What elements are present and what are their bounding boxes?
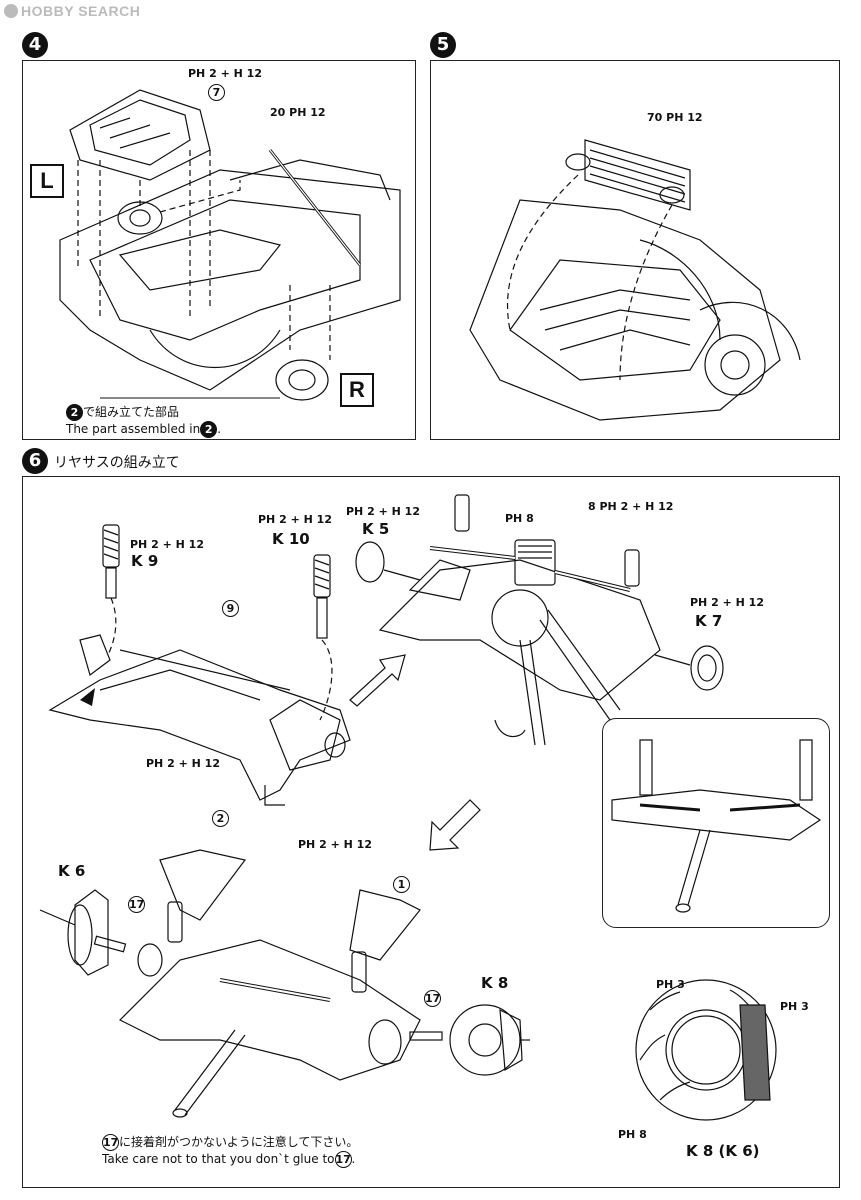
disc-k-label: K 8 (K 6): [686, 1142, 760, 1160]
k9-callout: PH 2 + H 12: [130, 538, 204, 551]
frame-callout: PH 2 + H 12: [146, 757, 220, 770]
arm-2: [159, 849, 247, 921]
bearing-k7: [690, 645, 724, 691]
part-2-label: 2: [212, 810, 229, 827]
logo-icon: [4, 4, 18, 18]
rear-subframe-9: [48, 649, 351, 801]
chassis-floor-4: [59, 169, 401, 391]
caliper-detail: [739, 1004, 771, 1101]
step-6-badge: 6: [22, 448, 48, 474]
k6-label: K 6: [58, 862, 86, 880]
part-1-label: 1: [393, 876, 410, 893]
rotate-arrow: [494, 719, 526, 738]
disc-detail: [635, 979, 777, 1121]
k5-callout: PH 2 + H 12: [346, 505, 420, 518]
right-side-label: R: [340, 373, 374, 407]
arms-callout: PH 2 + H 12: [298, 838, 372, 851]
part-9-label: 9: [222, 600, 239, 617]
part-7-label: 7: [208, 84, 225, 101]
hub-k6: [74, 889, 109, 976]
disc-ph3b: PH 3: [780, 1000, 809, 1013]
part-17a-label: 17: [128, 896, 145, 913]
rear-panel-70: [584, 139, 691, 211]
left-side-label: L: [30, 164, 64, 198]
watermark: HOBBY SEARCH: [4, 3, 140, 19]
rear-subframe-with-diff: [378, 559, 661, 701]
differential-8: [514, 539, 556, 586]
disc-ph8: PH 8: [618, 1128, 647, 1141]
step-4-badge: 4: [22, 32, 48, 58]
k9-label: K 9: [131, 552, 159, 570]
section-6-title: リヤサスの組み立て: [54, 455, 180, 471]
callout-70-ph12: 70 PH 12: [647, 111, 703, 124]
k10-label: K 10: [272, 530, 310, 548]
flow-arrow-down: [429, 799, 481, 851]
disc-ph3a: PH 3: [656, 978, 685, 991]
shock-k10: [313, 554, 331, 598]
k7-callout: PH 2 + H 12: [690, 596, 764, 609]
step-5-badge: 5: [430, 32, 456, 58]
part8-callout: 8 PH 2 + H 12: [588, 500, 674, 513]
brake-disc-5: [704, 334, 766, 396]
k10-callout: PH 2 + H 12: [258, 513, 332, 526]
ph8-label: PH 8: [505, 512, 534, 525]
left-knuckle: [117, 201, 163, 235]
callout-ph2-h12-4: PH 2 + H 12: [188, 67, 262, 80]
callout-20-ph12: 20 PH 12: [270, 106, 326, 119]
shock-k9: [102, 524, 120, 568]
k5-label: K 5: [362, 520, 390, 538]
flow-arrow-right: [349, 654, 406, 707]
note-step6: 17に接着剤がつかないように注意して下さい。 Take care not to …: [102, 1134, 359, 1168]
arm-1: [349, 889, 421, 961]
chassis-rear-5: [469, 199, 781, 421]
part-17b-label: 17: [424, 990, 441, 1007]
k8-label: K 8: [481, 974, 509, 992]
brake-disc-k8: [449, 1004, 521, 1076]
right-knuckle: [275, 359, 329, 401]
rear-suspension-assembly: [118, 939, 421, 1081]
inset-subframe: [611, 789, 822, 841]
k7-label: K 7: [695, 612, 723, 630]
washer-k5: [355, 541, 385, 583]
